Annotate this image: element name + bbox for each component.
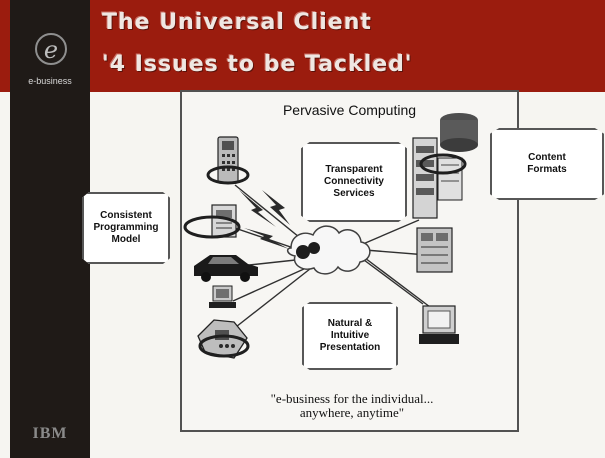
diagram-heading: Pervasive Computing: [282, 102, 417, 118]
server-icon: [412, 113, 478, 219]
content-formats-card: Content Formats: [490, 128, 604, 200]
quote-line-2: anywhere, anytime": [299, 405, 405, 420]
ebusiness-logo: e: [35, 33, 67, 65]
title-band: [0, 0, 605, 92]
consistent-programming-model-card: Consistent Programming Model: [82, 192, 170, 264]
cloud-icon: [286, 225, 371, 275]
car-icon: [194, 255, 258, 282]
cabinet-icon: [416, 227, 453, 273]
phone-icon: [217, 136, 239, 184]
transparent-connectivity-services-card: Transparent Connectivity Services: [301, 142, 407, 222]
monitor-icon: [419, 305, 459, 344]
quote-line-1: "e-business for the individual...: [270, 391, 434, 406]
brand-label: e-business: [28, 76, 72, 86]
ibm-logo: IBM: [32, 425, 68, 442]
sidebar: [10, 0, 90, 458]
natural-intuitive-presentation-card: Natural & Intuitive Presentation: [302, 302, 398, 370]
lightning-icon: [239, 190, 290, 249]
computer-icon: [209, 285, 236, 308]
slide-title: The Universal Client: [102, 10, 372, 35]
quote: "e-business for the individual... anywhe…: [182, 392, 522, 420]
slide-subtitle: '4 Issues to be Tackled': [102, 52, 413, 77]
